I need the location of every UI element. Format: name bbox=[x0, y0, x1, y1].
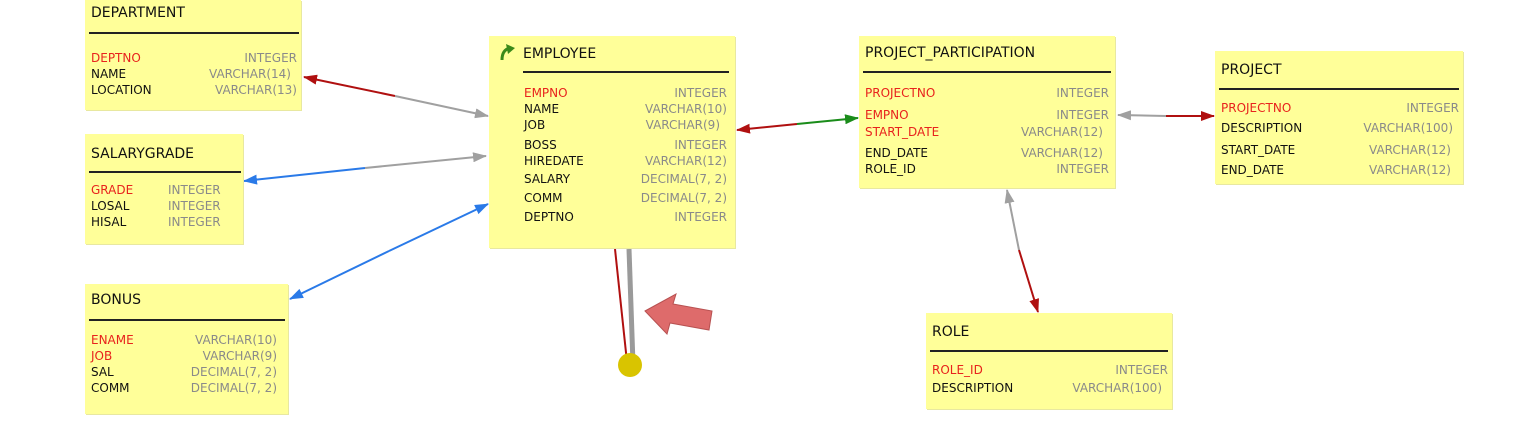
entity-title: SALARYGRADE bbox=[91, 146, 195, 162]
column-name: PROJECTNO bbox=[865, 86, 936, 100]
entity-department[interactable]: DEPARTMENT DEPTNO INTEGER NAME VARCHAR(1… bbox=[85, 0, 301, 110]
column-name: END_DATE bbox=[865, 146, 929, 160]
column-type: VARCHAR(12) bbox=[1021, 146, 1103, 160]
link-employee-bonus[interactable] bbox=[289, 203, 489, 300]
column-type: VARCHAR(9) bbox=[202, 349, 277, 363]
column-type: VARCHAR(9) bbox=[645, 118, 720, 132]
column-type: DECIMAL(7, 2) bbox=[190, 365, 277, 379]
column-name: START_DATE bbox=[1221, 143, 1296, 157]
link-employee-self-boss[interactable] bbox=[614, 248, 642, 377]
entity-title: EMPLOYEE bbox=[523, 46, 597, 62]
link-participation-project[interactable] bbox=[1117, 110, 1215, 121]
column-name: NAME bbox=[91, 67, 127, 81]
drag-handle bbox=[618, 353, 642, 377]
column-name: BOSS bbox=[524, 138, 557, 152]
column-name: END_DATE bbox=[1221, 163, 1285, 177]
column-name: DESCRIPTION bbox=[932, 381, 1014, 395]
column-type: INTEGER bbox=[168, 183, 221, 197]
column-name: COMM bbox=[91, 381, 130, 395]
column-name: DEPTNO bbox=[91, 51, 141, 65]
column-name: ENAME bbox=[91, 333, 134, 347]
column-name: EMPNO bbox=[865, 108, 909, 122]
column-type: VARCHAR(12) bbox=[1369, 143, 1451, 157]
column-name: DEPTNO bbox=[524, 210, 574, 224]
column-type: INTEGER bbox=[674, 210, 727, 224]
column-name: ROLE_ID bbox=[865, 162, 916, 176]
column-name: HIREDATE bbox=[524, 154, 584, 168]
column-name: NAME bbox=[524, 102, 560, 116]
column-name: JOB bbox=[91, 349, 113, 363]
column-type: DECIMAL(7, 2) bbox=[190, 381, 277, 395]
column-name: LOSAL bbox=[91, 199, 130, 213]
entity-employee[interactable]: EMPLOYEE EMPNO INTEGER NAME VARCHAR(10) … bbox=[489, 36, 735, 248]
column-type: INTEGER bbox=[168, 215, 221, 229]
column-name: GRADE bbox=[91, 183, 134, 197]
column-type: INTEGER bbox=[168, 199, 221, 213]
column-name: START_DATE bbox=[865, 125, 940, 139]
title-divider bbox=[89, 319, 285, 321]
column-type: INTEGER bbox=[1115, 363, 1168, 377]
column-type: VARCHAR(12) bbox=[645, 154, 727, 168]
entity-title: DEPARTMENT bbox=[91, 5, 185, 21]
column-name: SAL bbox=[91, 365, 114, 379]
entity-title: PROJECT_PARTICIPATION bbox=[865, 45, 1036, 61]
entity-title: PROJECT bbox=[1221, 62, 1282, 78]
column-type: VARCHAR(13) bbox=[215, 83, 297, 97]
column-type: VARCHAR(100) bbox=[1072, 381, 1162, 395]
column-name: LOCATION bbox=[91, 83, 152, 97]
column-name: PROJECTNO bbox=[1221, 101, 1292, 115]
title-divider bbox=[1219, 88, 1459, 90]
link-participation-employee[interactable] bbox=[736, 114, 859, 134]
column-type: INTEGER bbox=[674, 86, 727, 100]
entity-role[interactable]: ROLE ROLE_ID INTEGER DESCRIPTION VARCHAR… bbox=[926, 313, 1172, 409]
column-name: EMPNO bbox=[524, 86, 568, 100]
title-divider bbox=[930, 350, 1168, 352]
column-type: INTEGER bbox=[1406, 101, 1459, 115]
column-type: DECIMAL(7, 2) bbox=[640, 191, 727, 205]
column-type: INTEGER bbox=[244, 51, 297, 65]
entity-project-participation[interactable]: PROJECT_PARTICIPATION PROJECTNO INTEGER … bbox=[859, 36, 1115, 188]
column-name: COMM bbox=[524, 191, 563, 205]
column-type: DECIMAL(7, 2) bbox=[640, 172, 727, 186]
column-type: VARCHAR(100) bbox=[1363, 121, 1453, 135]
column-name: JOB bbox=[524, 118, 546, 132]
link-participation-role[interactable] bbox=[1004, 189, 1039, 313]
column-type: VARCHAR(10) bbox=[195, 333, 277, 347]
column-type: INTEGER bbox=[1056, 108, 1109, 122]
column-type: INTEGER bbox=[1056, 86, 1109, 100]
column-type: VARCHAR(10) bbox=[645, 102, 727, 116]
column-type: VARCHAR(12) bbox=[1021, 125, 1103, 139]
column-name: SALARY bbox=[524, 172, 571, 186]
column-type: INTEGER bbox=[1056, 162, 1109, 176]
title-divider bbox=[89, 171, 241, 173]
column-type: VARCHAR(14) bbox=[209, 67, 291, 81]
green-curved-arrow-icon bbox=[500, 44, 515, 61]
title-divider bbox=[523, 71, 729, 73]
link-employee-salarygrade[interactable] bbox=[243, 152, 487, 185]
column-name: HISAL bbox=[91, 215, 127, 229]
title-divider bbox=[863, 71, 1111, 73]
entity-bonus[interactable]: BONUS ENAME VARCHAR(10) JOB VARCHAR(9) S… bbox=[85, 284, 288, 414]
entity-project[interactable]: PROJECT PROJECTNO INTEGER DESCRIPTION VA… bbox=[1215, 51, 1463, 184]
entity-title: ROLE bbox=[932, 324, 970, 340]
column-type: VARCHAR(12) bbox=[1369, 163, 1451, 177]
hint-arrow-icon bbox=[644, 292, 713, 335]
column-type: INTEGER bbox=[674, 138, 727, 152]
link-employee-department[interactable] bbox=[303, 74, 489, 119]
entity-salarygrade[interactable]: SALARYGRADE GRADE INTEGER LOSAL INTEGER … bbox=[85, 134, 243, 244]
column-name: DESCRIPTION bbox=[1221, 121, 1303, 135]
entity-title: BONUS bbox=[91, 292, 141, 308]
column-name: ROLE_ID bbox=[932, 363, 983, 377]
title-divider bbox=[89, 32, 299, 34]
